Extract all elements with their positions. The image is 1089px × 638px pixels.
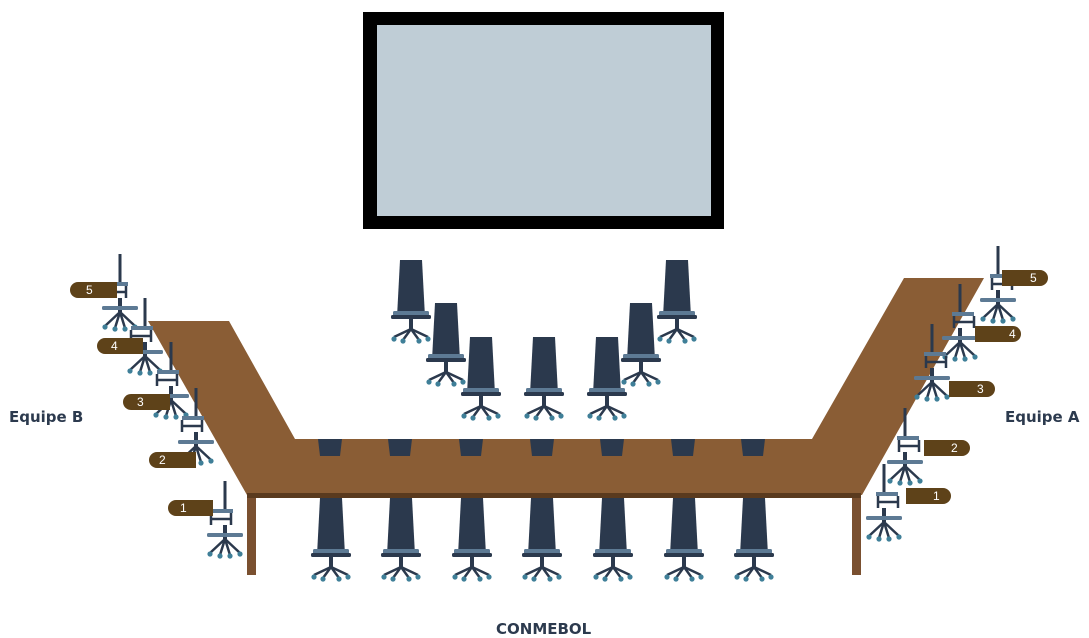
audience-chair xyxy=(389,258,433,345)
conmebol-label: CONMEBOL xyxy=(496,620,592,638)
seat-tag: 2 xyxy=(924,440,970,456)
team-b-seat-tags: 5 4 3 2 1 xyxy=(70,282,213,516)
seat-number: 1 xyxy=(180,501,187,515)
audience-chair xyxy=(585,335,629,422)
seat-number: 4 xyxy=(1009,327,1016,341)
seat-tag: 1 xyxy=(168,500,213,516)
seat-tag: 5 xyxy=(1002,270,1048,286)
team-a-label: Equipe A xyxy=(1005,408,1080,426)
seat-number: 5 xyxy=(86,283,93,297)
front-row-chairs xyxy=(309,496,776,583)
audience-chair xyxy=(655,258,699,345)
front-chair xyxy=(379,496,423,583)
seat-number: 1 xyxy=(933,489,940,503)
team-a-seat-tags: 5 4 3 2 1 xyxy=(906,270,1048,504)
front-chair xyxy=(520,496,564,583)
audience-chair xyxy=(459,335,503,422)
seat-tag: 3 xyxy=(123,394,170,410)
front-chair xyxy=(591,496,635,583)
team-b-chair xyxy=(205,479,245,560)
projection-screen-panel xyxy=(377,25,711,216)
seat-number: 3 xyxy=(977,382,984,396)
audience-chair xyxy=(424,301,468,388)
seat-tag: 4 xyxy=(97,338,143,354)
seat-tag: 1 xyxy=(906,488,951,504)
seat-tag: 2 xyxy=(149,452,196,468)
seat-tag: 5 xyxy=(70,282,117,298)
team-b-label: Equipe B xyxy=(9,408,84,426)
u-shaped-table xyxy=(148,278,984,575)
seat-number: 4 xyxy=(111,339,118,353)
seat-tag: 3 xyxy=(949,381,995,397)
front-chair xyxy=(309,496,353,583)
audience-chair xyxy=(522,335,566,422)
seat-tag: 4 xyxy=(975,326,1021,342)
audience-chair xyxy=(619,301,663,388)
front-chair xyxy=(732,496,776,583)
seat-number: 2 xyxy=(951,441,958,455)
front-chair xyxy=(450,496,494,583)
seat-number: 3 xyxy=(137,395,144,409)
front-chair xyxy=(662,496,706,583)
seat-number: 5 xyxy=(1030,271,1037,285)
audience-chairs xyxy=(389,258,699,422)
seat-number: 2 xyxy=(159,453,166,467)
